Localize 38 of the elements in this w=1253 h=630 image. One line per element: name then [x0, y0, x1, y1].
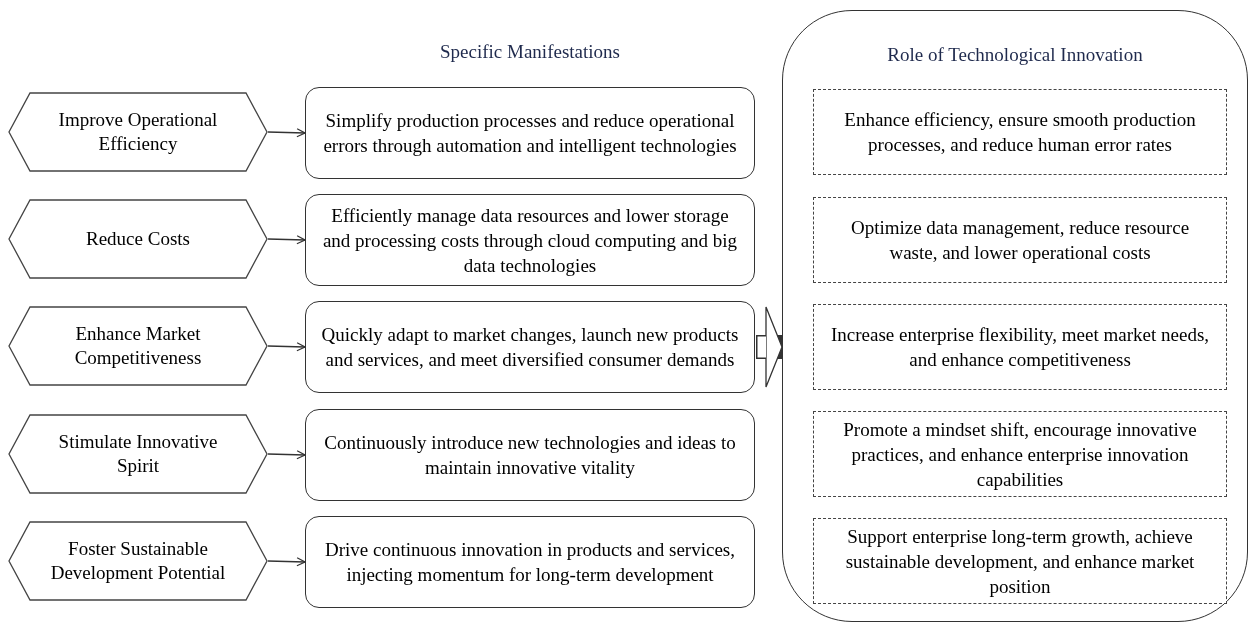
container-panel [782, 10, 1248, 622]
arrow [267, 128, 306, 138]
hexagon-box [8, 306, 268, 386]
node-text: Promote a mindset shift, encourage innovative practices, and enhance enterprise innovation capabilities [842, 417, 1198, 492]
hexagon-box [8, 414, 268, 494]
hexagon-box [8, 92, 268, 172]
hexagon-box [8, 199, 268, 279]
node-text: Enhance efficiency, ensure smooth production processes, and reduce human error rates [843, 108, 1197, 157]
arrow [267, 235, 306, 245]
node-text: Efficiently manage data resources and lower storage and processing costs through cloud computing and big data technologies [321, 203, 739, 278]
node-text: Quickly adapt to market changes, launch new products and services, and meet diversified consumer demands [320, 323, 740, 372]
node-text: Optimize data management, reduce resource waste, and lower operational costs [849, 216, 1191, 265]
dashed-box [813, 411, 1227, 497]
column-heading: Specific Manifestations [439, 40, 621, 64]
arrow [267, 557, 306, 567]
node-text: Support enterprise long-term growth, achieve sustainable development, and enhance market position [844, 524, 1196, 599]
process-box [305, 87, 755, 179]
process-box [305, 194, 755, 286]
panel-heading: Role of Technological Innovation [886, 43, 1144, 67]
process-box [305, 516, 755, 608]
process-box [305, 301, 755, 393]
node-text: Foster Sustainable Development Potential [49, 537, 227, 585]
node-text: Stimulate Innovative Spirit [57, 430, 219, 478]
process-box [305, 409, 755, 501]
dashed-box [813, 89, 1227, 175]
dashed-box [813, 197, 1227, 283]
node-text: Improve Operational Efficiency [57, 108, 219, 156]
node-text: Drive continuous innovation in products and services, injecting momentum for long-term development [324, 538, 736, 587]
dashed-box [813, 518, 1227, 604]
node-text: Enhance Market Competitiveness [73, 322, 203, 370]
arrow [267, 342, 306, 352]
node-text: Increase enterprise flexibility, meet market needs, and enhance competitiveness [829, 323, 1211, 372]
hexagon-box [8, 521, 268, 601]
node-text: Reduce Costs [86, 227, 190, 251]
dashed-box [813, 304, 1227, 390]
node-text: Simplify production processes and reduce operational errors through automation and intelligent technologies [322, 109, 738, 158]
node-text: Continuously introduce new technologies and ideas to maintain innovative vitality [323, 431, 737, 480]
arrow [267, 450, 306, 460]
